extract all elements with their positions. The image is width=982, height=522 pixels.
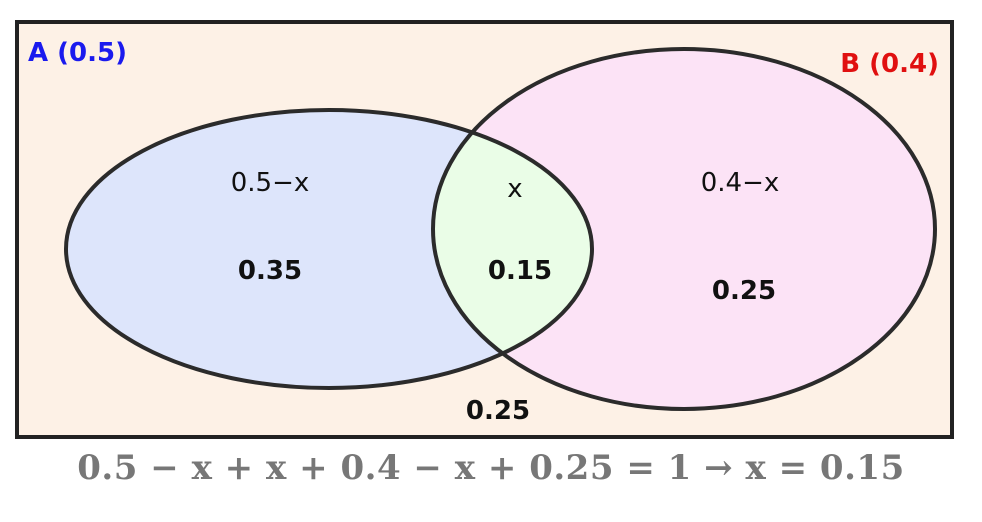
a-only-value: 0.35 [238,256,302,286]
solution-equation: 0.5 − x + x + 0.4 − x + 0.25 = 1 → x = 0… [77,448,905,488]
intersection-expression: x [507,174,522,204]
set-b-label: B (0.4) [840,49,939,79]
set-b-outline [431,47,937,411]
intersection-value: 0.15 [488,256,552,286]
set-a-outline [64,108,594,390]
b-only-expression: 0.4−x [701,168,780,198]
venn-diagram: A (0.5) B (0.4) 0.5−x 0.35 x 0.15 0.4−x … [15,20,954,439]
neither-value: 0.25 [466,396,530,426]
b-only-value: 0.25 [712,276,776,306]
set-a-label: A (0.5) [28,38,127,68]
a-only-expression: 0.5−x [231,168,310,198]
